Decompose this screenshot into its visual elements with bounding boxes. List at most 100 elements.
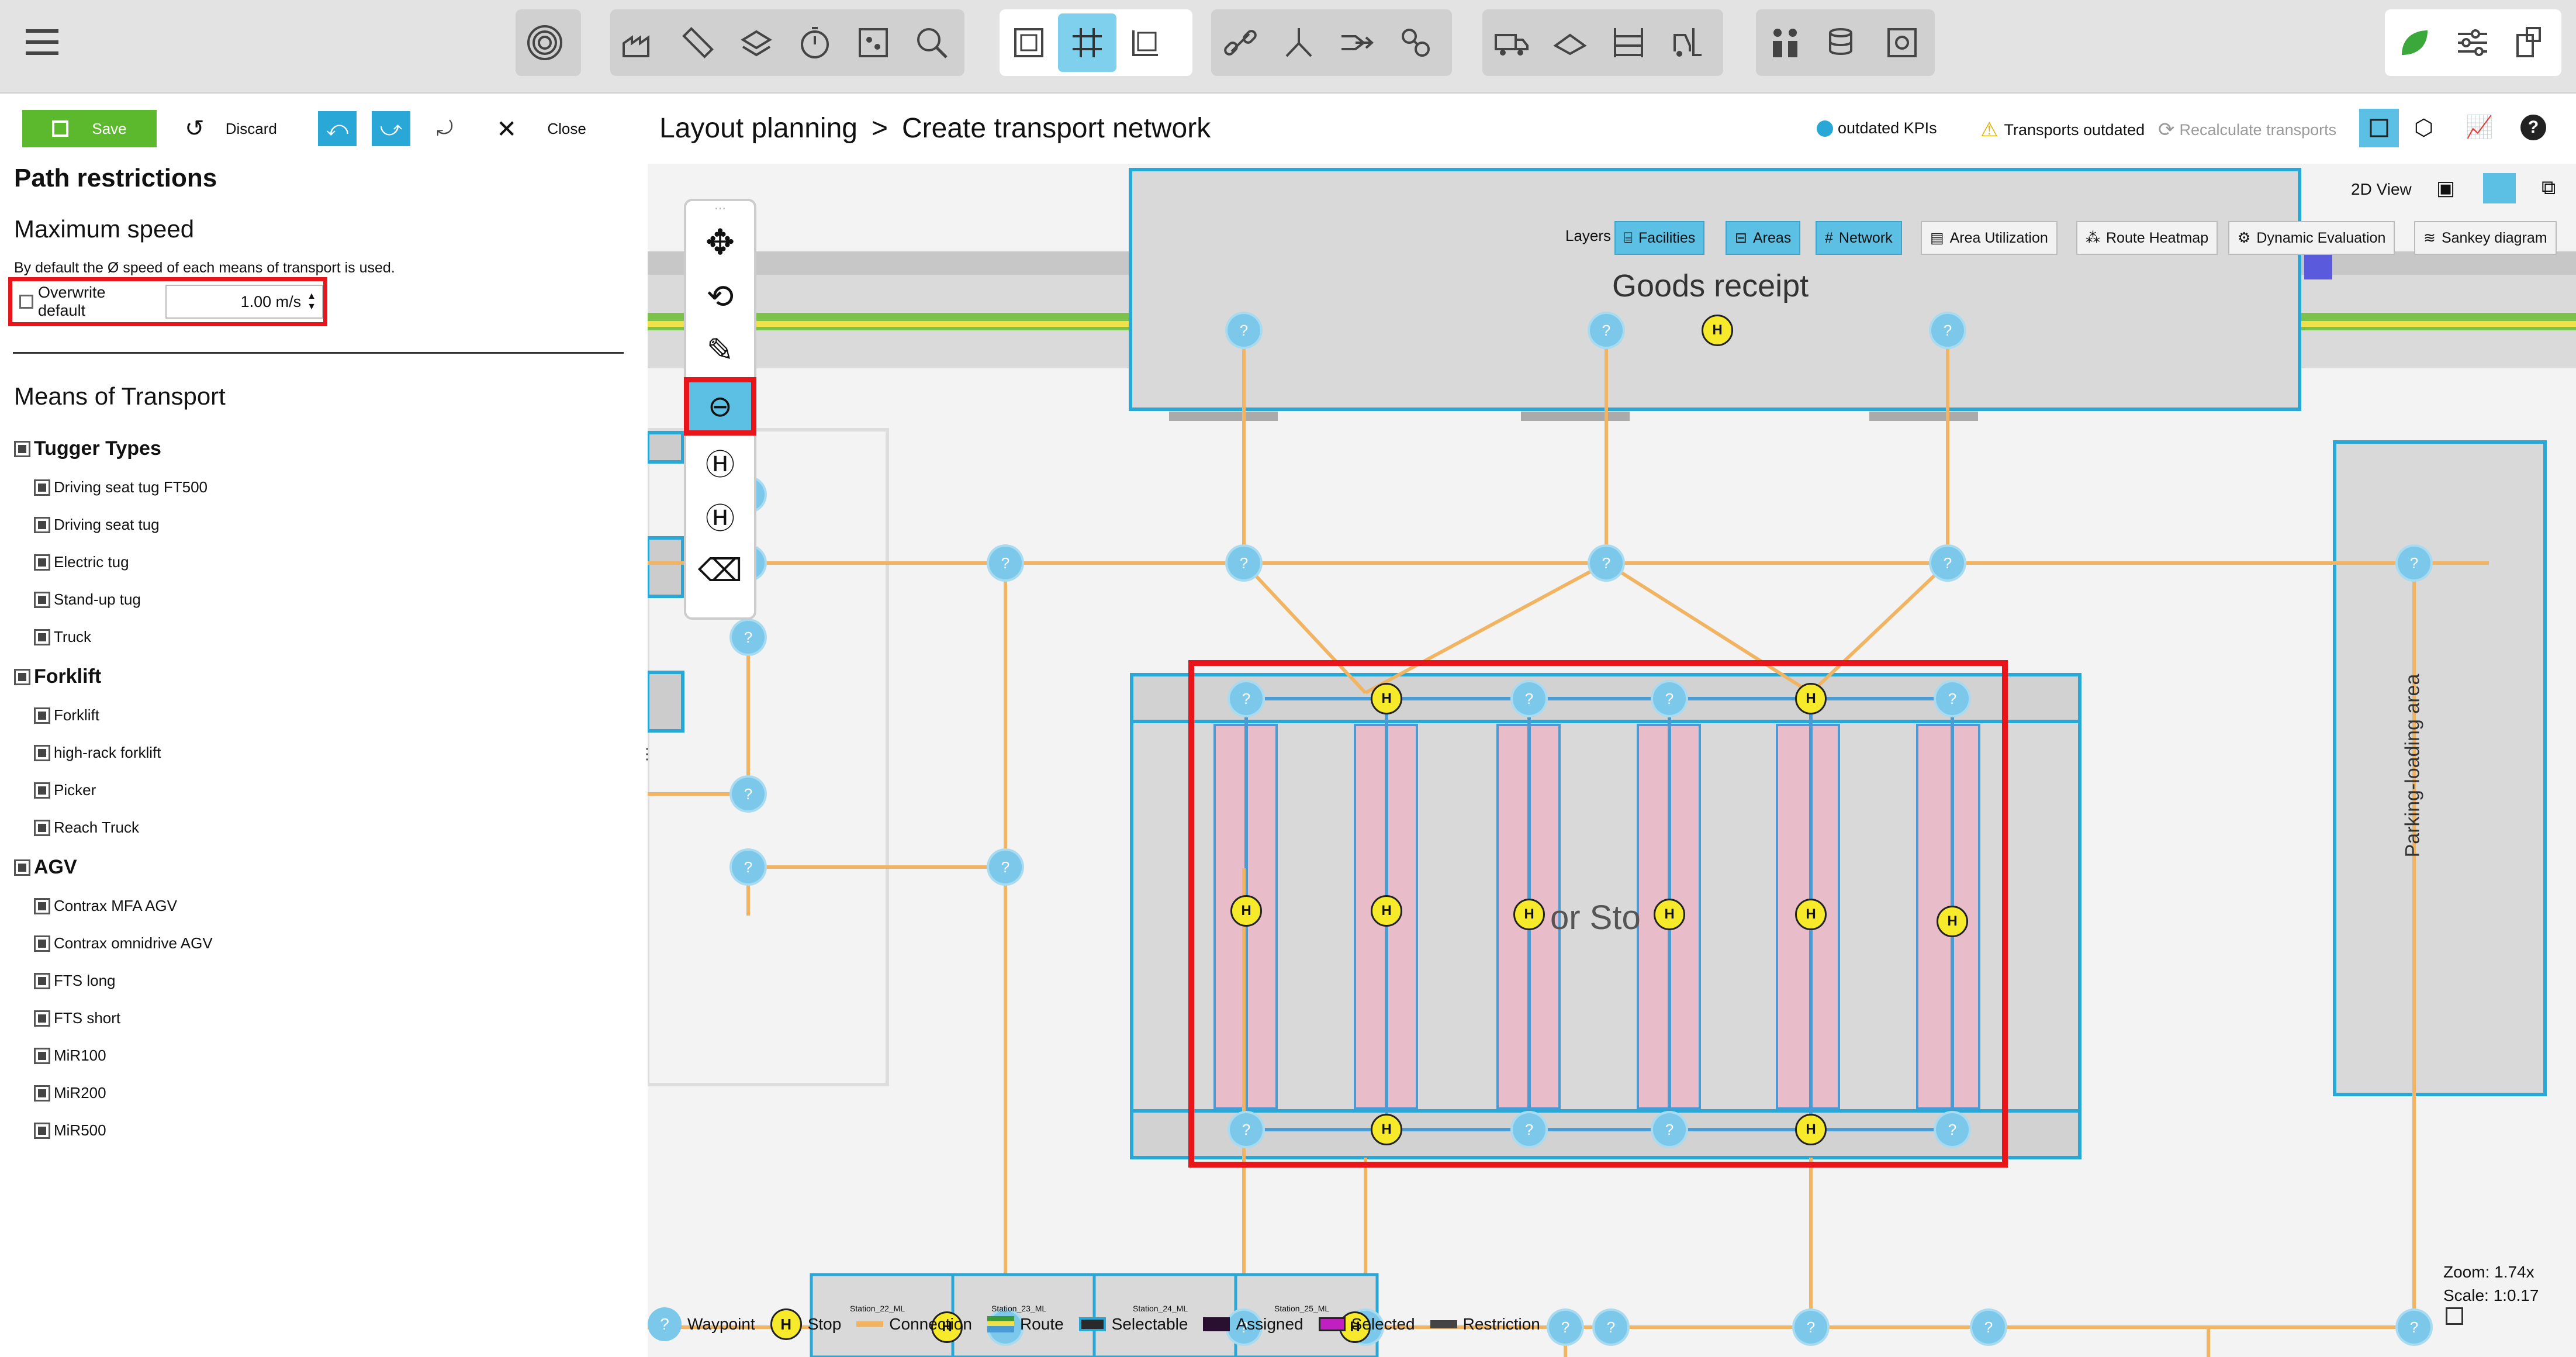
mot-checkbox[interactable] <box>34 1085 50 1102</box>
chain-icon[interactable] <box>1386 13 1445 72</box>
waypoint-marker[interactable]: ? <box>1228 547 1260 579</box>
link-icon[interactable] <box>1211 13 1270 72</box>
mot-group-agv[interactable]: AGV <box>14 856 77 879</box>
waypoint-marker[interactable]: ? <box>1931 314 1964 347</box>
mot-checkbox[interactable] <box>34 591 50 608</box>
waypoint-marker[interactable]: ? <box>1931 547 1964 579</box>
tugger-checkbox[interactable] <box>14 440 30 457</box>
waypoint-marker[interactable]: ? <box>1228 314 1260 347</box>
mot-item[interactable]: FTS long <box>34 972 116 990</box>
mot-item[interactable]: Driving seat tug <box>34 516 160 534</box>
mfx-icon[interactable] <box>2502 13 2560 72</box>
mot-item[interactable]: Contrax omnidrive AGV <box>34 934 213 952</box>
ruler-icon[interactable] <box>669 13 727 72</box>
waypoint-marker[interactable]: ? <box>732 778 765 810</box>
panel-resize-handle[interactable]: ⋮ <box>639 745 655 762</box>
stack-icon[interactable] <box>1814 13 1873 72</box>
stop-marker[interactable]: H <box>931 1311 963 1343</box>
mot-item[interactable]: FTS short <box>34 1009 120 1027</box>
save-view-icon[interactable]: ▣ <box>2436 177 2456 199</box>
waypoint-marker[interactable]: ? <box>1513 1113 1545 1146</box>
waypoint-marker[interactable]: ? <box>1513 682 1545 715</box>
palette-grip-icon[interactable]: ⋯ <box>714 202 726 215</box>
layout-frame-icon[interactable] <box>1000 13 1058 72</box>
stop-marker[interactable]: H <box>1371 683 1402 714</box>
route-icon[interactable] <box>1328 13 1386 72</box>
kpi-status[interactable]: outdated KPIs <box>1817 119 1937 137</box>
waypoint-marker[interactable]: ? <box>1936 1113 1969 1146</box>
grid-analysis-icon[interactable] <box>844 13 903 72</box>
mot-item[interactable]: MiR100 <box>34 1047 106 1065</box>
mot-checkbox[interactable] <box>34 1010 50 1027</box>
mot-item[interactable]: Driving seat tug FT500 <box>34 478 208 496</box>
mot-item[interactable]: Contrax MFA AGV <box>34 897 177 915</box>
mot-item[interactable]: Reach Truck <box>34 819 139 837</box>
stop-marker[interactable]: H <box>1513 899 1545 930</box>
stop-marker[interactable]: H <box>1795 1114 1827 1145</box>
discard-button[interactable]: ↺ Discard <box>185 116 277 141</box>
mot-checkbox[interactable] <box>34 516 50 533</box>
waypoint-marker[interactable]: ? <box>1228 1311 1260 1344</box>
mot-checkbox[interactable] <box>34 744 50 761</box>
redo-button[interactable]: ⤻ <box>372 111 410 146</box>
recalculate-button[interactable]: ⟳ Recalculate transports <box>2158 119 2337 141</box>
window-icon[interactable]: ⧉ <box>2542 177 2556 199</box>
mot-checkbox[interactable] <box>34 1047 50 1064</box>
mot-item[interactable]: Stand-up tug <box>34 591 141 609</box>
waypoint-marker[interactable]: ? <box>1549 1311 1582 1344</box>
layer-route-heatmap-button[interactable]: ⁂Route Heatmap <box>2076 221 2218 255</box>
stop-marker[interactable]: H <box>1795 683 1827 714</box>
waypoint-marker[interactable]: ? <box>989 851 1022 883</box>
agv-checkbox[interactable] <box>14 859 30 876</box>
waypoint-marker[interactable]: ? <box>732 851 765 883</box>
mot-item[interactable]: high-rack forklift <box>34 744 161 762</box>
stop-marker[interactable]: H <box>1654 899 1685 930</box>
add-stop-tool-icon[interactable]: Ⓗ <box>706 448 735 481</box>
mot-checkbox[interactable] <box>34 897 50 914</box>
mot-item[interactable]: Picker <box>34 781 96 799</box>
mot-checkbox[interactable] <box>34 554 50 571</box>
mot-item[interactable]: MiR200 <box>34 1084 106 1102</box>
mot-item[interactable]: Forklift <box>34 706 99 724</box>
mot-checkbox[interactable] <box>34 972 50 989</box>
waypoint-marker[interactable]: ? <box>1590 547 1623 579</box>
branch-icon[interactable] <box>1270 13 1328 72</box>
waypoint-marker[interactable]: ? <box>732 621 765 654</box>
layer-facilities-button[interactable]: ⌸Facilities <box>1614 221 1705 255</box>
mot-checkbox[interactable] <box>34 782 50 799</box>
mot-item[interactable]: Electric tug <box>34 553 129 571</box>
mot-checkbox[interactable] <box>34 1122 50 1139</box>
mot-checkbox[interactable] <box>34 479 50 496</box>
undo-button[interactable]: ⤺ <box>318 111 357 146</box>
transports-status[interactable]: ⚠ Transports outdated <box>1980 119 2145 141</box>
leaf-icon[interactable] <box>2385 13 2443 72</box>
history-icon[interactable]: ⤾ <box>436 117 454 140</box>
layer-network-button[interactable]: #Network <box>1816 221 1902 255</box>
stop-marker[interactable]: H <box>1230 895 1262 927</box>
sliders-icon[interactable] <box>2443 13 2502 72</box>
waypoint-marker[interactable]: ? <box>1794 1311 1827 1344</box>
mot-group-forklift[interactable]: Forklift <box>14 665 101 688</box>
forklift-checkbox[interactable] <box>14 668 30 685</box>
waypoint-marker[interactable]: ? <box>1653 1113 1686 1146</box>
layer-areas-button[interactable]: ⊟Areas <box>1726 221 1801 255</box>
stop-pattern-tool-icon[interactable]: Ⓗ <box>706 502 735 535</box>
view-2d-toggle[interactable] <box>2359 109 2399 147</box>
split-view-icon[interactable] <box>2483 173 2516 203</box>
waypoint-marker[interactable]: ? <box>1590 314 1623 347</box>
waypoint-marker[interactable]: ? <box>1230 1113 1263 1146</box>
load-icon[interactable] <box>1541 13 1599 72</box>
stop-marker[interactable]: H <box>1795 899 1827 930</box>
waypoint-marker[interactable]: ? <box>2398 1311 2430 1344</box>
overwrite-default-checkbox[interactable] <box>19 295 33 309</box>
layout-canvas[interactable]: ??????????????????????????????HHHHHHHHHH… <box>648 164 2576 1357</box>
waypoint-marker[interactable]: ? <box>989 547 1022 579</box>
mot-checkbox[interactable] <box>34 629 50 645</box>
mot-group-tugger[interactable]: Tugger Types <box>14 437 161 460</box>
area-edit-icon[interactable] <box>1116 13 1175 72</box>
truck-icon[interactable] <box>1482 13 1541 72</box>
path-restriction-tool-icon[interactable]: ⊖ <box>684 377 756 436</box>
draw-path-tool-icon[interactable]: ✎ <box>706 332 734 368</box>
layer-dynamic-evaluation-button[interactable]: ⚙Dynamic Evaluation <box>2228 221 2395 255</box>
mot-item[interactable]: MiR500 <box>34 1121 106 1140</box>
